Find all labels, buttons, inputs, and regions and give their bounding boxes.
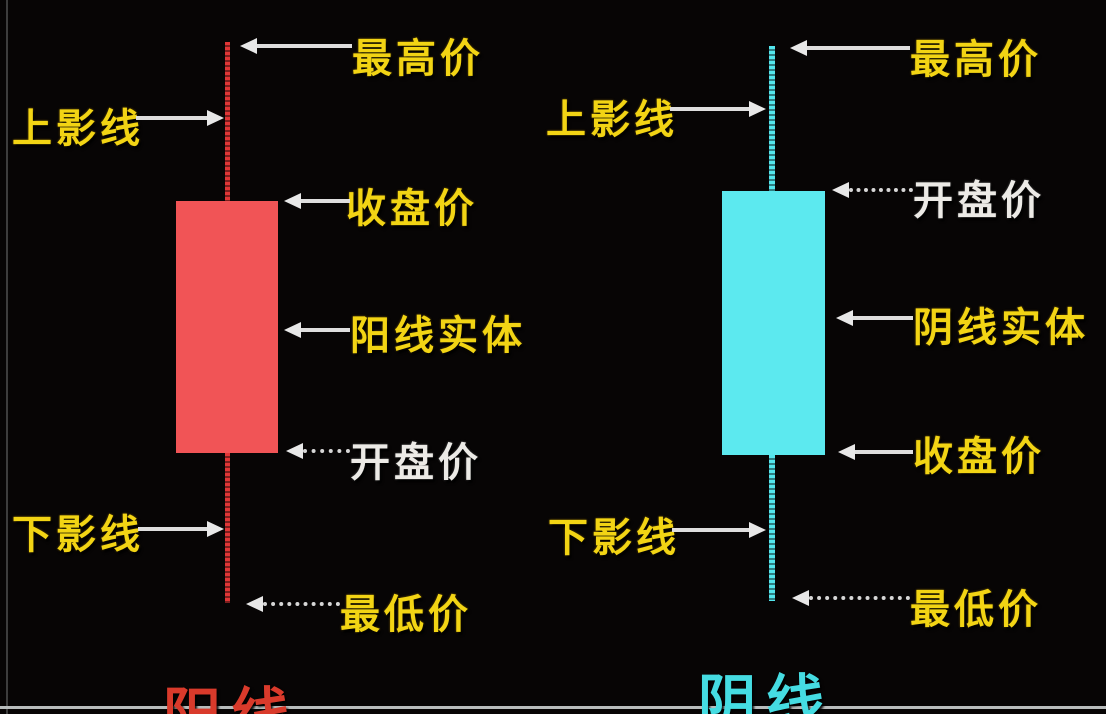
bear-lower-wick <box>769 455 775 601</box>
arrow-head-right-icon <box>207 521 224 537</box>
bull-lower-shadow-arrow-right-icon <box>138 521 224 537</box>
bear-lowest-price-label: 最低价 <box>910 587 1042 633</box>
bear-body-label: 阴线实体 <box>913 305 1089 351</box>
bull-body-label: 阳线实体 <box>350 313 526 359</box>
arrow-shaft <box>670 107 749 111</box>
bear-highest-arrow-left-icon <box>790 40 910 56</box>
bull-lower-shadow-label: 下影线 <box>12 512 144 558</box>
bear-close-arrow-left-icon <box>838 444 913 460</box>
bear-upper-shadow-label: 上影线 <box>546 97 678 143</box>
arrow-shaft <box>303 449 350 453</box>
arrow-head-left-icon <box>836 310 853 326</box>
bull-candle-body <box>176 201 278 453</box>
bull-highest-arrow-left-icon <box>240 38 352 54</box>
arrow-shaft <box>849 188 913 192</box>
arrow-shaft <box>301 328 350 332</box>
bear-lowest-arrow-left-icon <box>792 590 910 606</box>
bull-upper-wick <box>225 42 230 202</box>
arrow-head-left-icon <box>790 40 807 56</box>
arrow-head-left-icon <box>240 38 257 54</box>
bull-lowest-price-label: 最低价 <box>340 592 472 638</box>
bottom-edge-line <box>0 706 1106 709</box>
arrow-shaft <box>301 199 350 203</box>
arrow-head-left-icon <box>284 193 301 209</box>
arrow-head-left-icon <box>792 590 809 606</box>
bull-close-price-label: 收盘价 <box>346 186 478 232</box>
arrow-head-left-icon <box>246 596 263 612</box>
arrow-shaft <box>138 527 207 531</box>
bear-close-price-label: 收盘价 <box>913 434 1045 480</box>
bear-lower-shadow-arrow-right-icon <box>672 522 766 538</box>
bear-lower-shadow-label: 下影线 <box>548 515 680 561</box>
bear-highest-price-label: 最高价 <box>910 37 1042 83</box>
arrow-shaft <box>807 46 910 50</box>
bear-open-price-label: 开盘价 <box>913 178 1045 224</box>
bull-upper-shadow-arrow-right-icon <box>136 110 224 126</box>
bear-body-arrow-left-icon <box>836 310 913 326</box>
arrow-shaft <box>263 602 340 606</box>
arrow-head-left-icon <box>286 443 303 459</box>
arrow-shaft <box>136 116 207 120</box>
arrow-shaft <box>855 450 913 454</box>
bull-close-arrow-left-icon <box>284 193 350 209</box>
bear-candle-body <box>722 191 825 455</box>
bull-lowest-arrow-left-icon <box>246 596 340 612</box>
arrow-shaft <box>672 528 749 532</box>
arrow-shaft <box>257 44 352 48</box>
bull-upper-shadow-label: 上影线 <box>12 106 144 152</box>
bull-open-price-label: 开盘价 <box>350 440 482 486</box>
bull-body-arrow-left-icon <box>284 322 350 338</box>
bear-open-arrow-left-icon <box>832 182 913 198</box>
bull-candle-title: 阳线 <box>163 668 299 714</box>
bear-upper-shadow-arrow-right-icon <box>670 101 766 117</box>
bull-open-arrow-left-icon <box>286 443 350 459</box>
arrow-head-right-icon <box>749 522 766 538</box>
arrow-head-right-icon <box>749 101 766 117</box>
bear-upper-wick <box>769 46 775 192</box>
arrow-shaft <box>853 316 913 320</box>
left-edge-line <box>6 0 8 714</box>
bull-lower-wick <box>225 453 230 603</box>
arrow-head-left-icon <box>284 322 301 338</box>
bull-highest-price-label: 最高价 <box>352 36 484 82</box>
arrow-head-right-icon <box>207 110 224 126</box>
arrow-shaft <box>809 596 910 600</box>
arrow-head-left-icon <box>832 182 849 198</box>
bear-candle-title: 阴线 <box>698 668 835 714</box>
arrow-head-left-icon <box>838 444 855 460</box>
